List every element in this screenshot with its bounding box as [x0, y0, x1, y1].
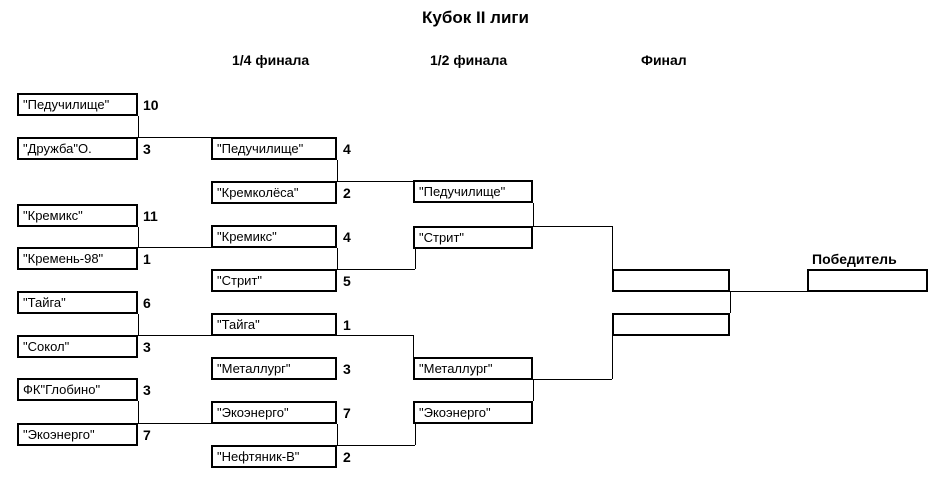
- connector-line: [730, 292, 731, 313]
- round1-team5-score: 6: [143, 295, 151, 311]
- connector-line: [415, 249, 416, 269]
- quarterfinal-team7-box: "Экоэнерго": [211, 401, 337, 424]
- quarterfinal-team6-score: 3: [343, 361, 351, 377]
- semifinal-team1-box: "Педучилище": [413, 180, 533, 203]
- semifinal-team3-box: "Металлург": [413, 357, 533, 380]
- round1-team7-box: ФК"Глобино": [17, 378, 138, 401]
- round1-team5-box: "Тайга": [17, 291, 138, 314]
- connector-line: [533, 226, 612, 227]
- connector-line: [138, 227, 139, 247]
- round-header-final: Финал: [641, 52, 687, 68]
- connector-line: [612, 336, 613, 379]
- connector-line: [533, 203, 534, 226]
- connector-line: [337, 445, 415, 446]
- connector-line: [337, 181, 413, 182]
- final-team2-box: [612, 313, 730, 336]
- connector-line: [337, 248, 338, 269]
- connector-line: [138, 401, 139, 423]
- winner-box: [807, 269, 928, 292]
- connector-line: [138, 116, 139, 137]
- quarterfinal-team5-score: 1: [343, 317, 351, 333]
- connector-line: [413, 335, 414, 357]
- quarterfinal-team3-score: 4: [343, 229, 351, 245]
- quarterfinal-team2-box: "Кремколёса": [211, 181, 337, 204]
- connector-line: [138, 335, 211, 336]
- quarterfinal-team4-score: 5: [343, 273, 351, 289]
- round-header-semifinals: 1/2 финала: [430, 52, 508, 68]
- round1-team2-score: 3: [143, 141, 151, 157]
- connector-line: [337, 335, 413, 336]
- round1-team8-score: 7: [143, 427, 151, 443]
- connector-line: [730, 291, 807, 292]
- round1-team3-score: 11: [143, 208, 158, 224]
- final-team1-box: [612, 269, 730, 292]
- quarterfinal-team4-box: "Стрит": [211, 269, 337, 292]
- connector-line: [337, 269, 415, 270]
- round1-team1-box: "Педучилище": [17, 93, 138, 116]
- quarterfinal-team1-score: 4: [343, 141, 351, 157]
- quarterfinal-team6-box: "Металлург": [211, 357, 337, 380]
- connector-line: [612, 226, 613, 269]
- connector-line: [138, 423, 211, 424]
- winner-label: Победитель: [812, 251, 897, 267]
- round1-team7-score: 3: [143, 382, 151, 398]
- round-header-quarterfinals: 1/4 финала: [232, 52, 310, 68]
- connector-line: [138, 314, 139, 335]
- connector-line: [337, 160, 338, 181]
- page-title: Кубок II лиги: [422, 8, 529, 27]
- quarterfinal-team3-box: "Кремикс": [211, 225, 337, 248]
- round1-team3-box: "Кремикс": [17, 204, 138, 227]
- connector-line: [415, 424, 416, 445]
- round1-team6-box: "Сокол": [17, 335, 138, 358]
- semifinal-team4-box: "Экоэнерго": [413, 401, 533, 424]
- round1-team6-score: 3: [143, 339, 151, 355]
- quarterfinal-team1-box: "Педучилище": [211, 137, 337, 160]
- connector-line: [138, 137, 211, 138]
- connector-line: [533, 379, 612, 380]
- quarterfinal-team2-score: 2: [343, 185, 351, 201]
- round1-team4-box: "Кремень-98": [17, 247, 138, 270]
- quarterfinal-team8-box: "Нефтяник-В": [211, 445, 337, 468]
- connector-line: [138, 247, 211, 248]
- round1-team1-score: 10: [143, 97, 159, 113]
- connector-line: [533, 379, 534, 401]
- semifinal-team2-box: "Стрит": [413, 226, 533, 249]
- round1-team8-box: "Экоэнерго": [17, 423, 138, 446]
- quarterfinal-team5-box: "Тайга": [211, 313, 337, 336]
- quarterfinal-team7-score: 7: [343, 405, 351, 421]
- round1-team4-score: 1: [143, 251, 151, 267]
- round1-team2-box: "Дружба"О.: [17, 137, 138, 160]
- connector-line: [337, 424, 338, 445]
- quarterfinal-team8-score: 2: [343, 449, 351, 465]
